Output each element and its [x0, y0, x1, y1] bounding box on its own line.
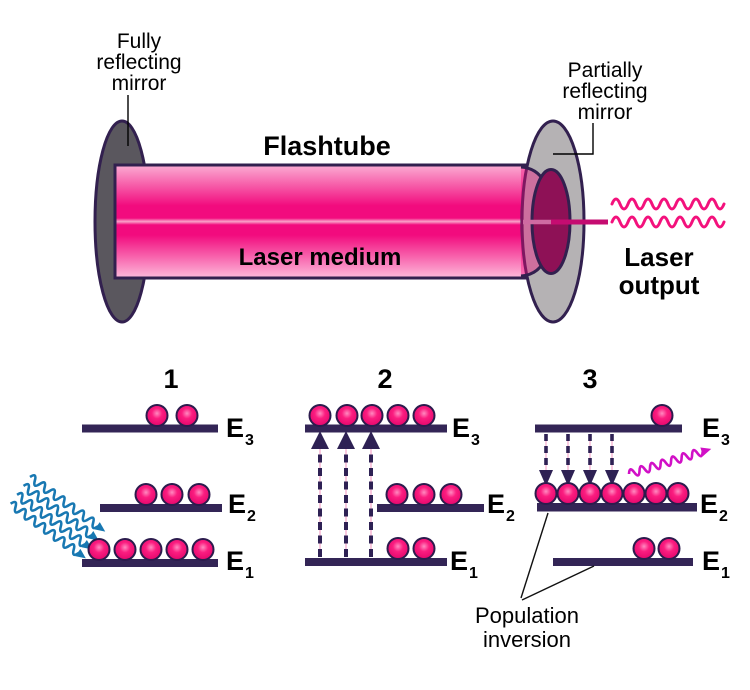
atom [622, 482, 646, 505]
fully-mirror-label-line-3: mirror [112, 72, 167, 95]
energy-level-bar-e3 [305, 424, 447, 433]
stage-1-level-label-e3: E [226, 413, 244, 443]
atom [139, 538, 163, 561]
atom [187, 483, 211, 506]
stage-1-atoms [87, 404, 215, 561]
stage-1-level-label-e2: E [228, 489, 246, 519]
atom [335, 404, 359, 427]
stage-3-level-sub-e2: 2 [719, 508, 728, 525]
population-pointer-line-e2 [520, 512, 549, 599]
atom [657, 537, 681, 560]
stage-3-panel: 3 E 3 E 2 [534, 364, 730, 582]
stage-2-number: 2 [377, 364, 392, 394]
excitation-arrows [311, 431, 380, 557]
atom [578, 482, 602, 505]
atom [386, 537, 410, 560]
energy-level-bar-e3 [82, 424, 218, 433]
stage-1-level-label-e1: E [226, 546, 244, 576]
arrowhead-down [539, 470, 553, 486]
laser-output-label-line-1: Laser [624, 242, 693, 272]
stage-2-level-sub-e3: 3 [471, 432, 480, 449]
partially-mirror-label-line-2: reflecting [562, 80, 647, 103]
atom [556, 482, 580, 505]
atom [145, 404, 169, 427]
arrowhead-down [605, 470, 619, 486]
stage-1-level-sub-e2: 2 [247, 508, 256, 525]
stage-2-level-label-e3: E [452, 413, 470, 443]
energy-level-bar-e2 [100, 504, 222, 512]
decay-arrows [539, 434, 619, 486]
atom [165, 538, 189, 561]
energy-level-bar-e2 [537, 503, 697, 512]
flashtube-body [113, 163, 530, 280]
atom [644, 482, 668, 505]
stage-2-level-label-e2: E [487, 489, 505, 519]
atom [385, 483, 409, 506]
pump-light-waves [9, 474, 106, 559]
stage-1-number: 1 [163, 364, 178, 394]
stage-1-level-sub-e3: 3 [245, 432, 254, 449]
population-pointer-line-e1 [521, 565, 595, 601]
laser-output-wave-1 [610, 197, 726, 211]
atom [308, 404, 332, 427]
arrowhead-up [311, 431, 329, 449]
stage-1-level-sub-e1: 1 [245, 565, 254, 582]
atom [650, 404, 674, 427]
atom [412, 537, 436, 560]
energy-level-bar-e2 [377, 504, 484, 512]
laser-output-wave-2 [610, 215, 726, 229]
population-inversion-label-line-1: Population [475, 603, 579, 628]
stage-2-level-sub-e2: 2 [506, 508, 515, 525]
atom [412, 404, 436, 427]
energy-level-bar-e1 [553, 558, 693, 566]
arrowhead-up [337, 431, 355, 449]
atom [191, 538, 215, 561]
stage-3-atoms [534, 404, 690, 560]
stage-2-level-sub-e1: 1 [469, 565, 478, 582]
atom [412, 483, 436, 506]
atom [160, 483, 184, 506]
stage-2-atoms [308, 404, 463, 560]
laser-medium-label: Laser medium [239, 244, 402, 271]
stage-2-level-label-e1: E [450, 546, 468, 576]
partially-mirror-pointer-line [553, 123, 594, 155]
atom [386, 404, 410, 427]
atom [360, 404, 384, 427]
atom [113, 538, 137, 561]
atom [666, 482, 690, 505]
arrowhead-down [561, 470, 575, 486]
partially-mirror-label-line-1: Partially [568, 59, 643, 82]
energy-level-bar-e1 [305, 558, 447, 566]
flashtube-label: Flashtube [263, 131, 391, 161]
emitted-photon-wave [627, 447, 712, 477]
fully-mirror-label-line-1: Fully [117, 30, 162, 53]
atom [134, 483, 158, 506]
stage-3-level-label-e2: E [700, 489, 718, 519]
stage-3-level-label-e3: E [702, 413, 720, 443]
stage-1-panel: 1 E 3 E 2 E 1 [9, 364, 256, 582]
energy-level-bar-e1 [82, 559, 218, 567]
atom [175, 404, 199, 427]
laser-output-label-line-2: output [619, 270, 700, 300]
stage-3-level-label-e1: E [702, 546, 720, 576]
population-inversion-label-line-2: inversion [483, 627, 571, 652]
arrowhead-down [583, 470, 597, 486]
energy-level-bar-e3 [535, 424, 682, 433]
atom [600, 482, 624, 505]
fully-mirror-label-line-2: reflecting [96, 51, 181, 74]
stage-3-level-sub-e1: 1 [721, 565, 730, 582]
atom [87, 538, 111, 561]
stage-3-level-sub-e3: 3 [721, 432, 730, 449]
atom [534, 482, 558, 505]
stage-3-number: 3 [582, 364, 597, 394]
atom [439, 483, 463, 506]
arrowhead-up [362, 431, 380, 449]
partially-mirror-label-line-3: mirror [578, 101, 633, 124]
atom [632, 537, 656, 560]
stage-2-panel: 2 E 3 E 2 E 1 [305, 364, 515, 582]
